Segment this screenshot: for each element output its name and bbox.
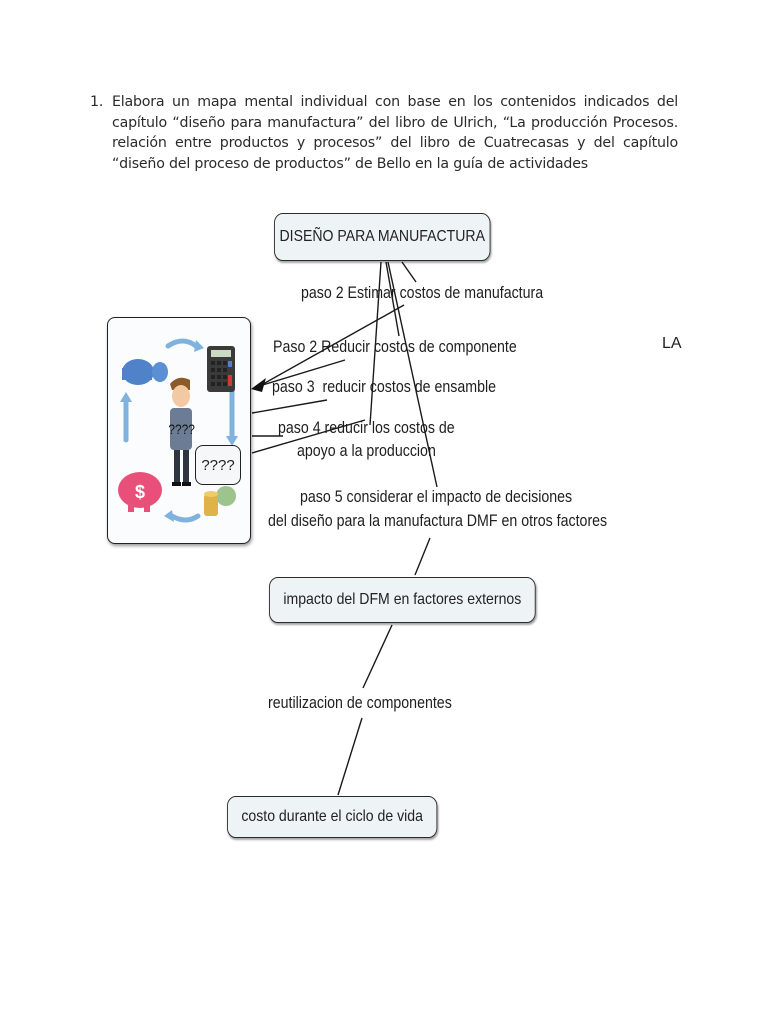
label-reuse: reutilizacion de componentes <box>268 694 452 712</box>
label-step5-line1: paso 5 considerar el impacto de decision… <box>300 488 573 506</box>
chest-question-text: ???? <box>168 421 195 437</box>
illustration-image: $ ???? ???? <box>107 317 251 544</box>
list-number: 1. <box>90 94 104 110</box>
label-step2-estimate: paso 2 Estimar costos de manufactura <box>301 284 544 302</box>
label-step2-reduce: Paso 2 Reducir costos de componente <box>273 338 517 356</box>
svg-text:$: $ <box>135 482 145 502</box>
label-step3: paso 3 reducir costos de ensamble <box>272 378 497 396</box>
label-step4-line2: apoyo a la produccion <box>297 442 436 460</box>
coins-money-icon <box>204 486 236 516</box>
node-lifecycle-cost-label: costo durante el ciclo de vida <box>241 808 423 825</box>
label-step5-line2: del diseño para la manufactura DMF en ot… <box>268 512 608 530</box>
piggy-bank-icon: $ <box>118 472 162 512</box>
node-root-label: DISEÑO PARA MANUFACTURA <box>279 228 485 245</box>
arrowhead-icon <box>251 378 266 392</box>
node-external-factors-label: impacto del DFM en factores externos <box>283 591 522 608</box>
label-step4-line1: paso 4 reducir los costos de <box>278 419 455 437</box>
question-bubble: ???? <box>195 445 241 485</box>
node-lifecycle-cost[interactable]: costo durante el ciclo de vida <box>227 796 438 838</box>
node-root[interactable]: DISEÑO PARA MANUFACTURA <box>274 213 491 261</box>
instruction-text: Elabora un mapa mental individual con ba… <box>112 94 678 172</box>
thinking-man-icon <box>170 377 192 486</box>
toy-piece-icon <box>122 359 168 385</box>
calculator-icon <box>207 346 235 392</box>
node-external-factors[interactable]: impacto del DFM en factores externos <box>269 577 536 623</box>
cut-off-text: LA <box>662 335 682 352</box>
instruction-paragraph: 1. Elabora un mapa mental individual con… <box>90 92 678 174</box>
question-bubble-text: ???? <box>201 456 235 474</box>
